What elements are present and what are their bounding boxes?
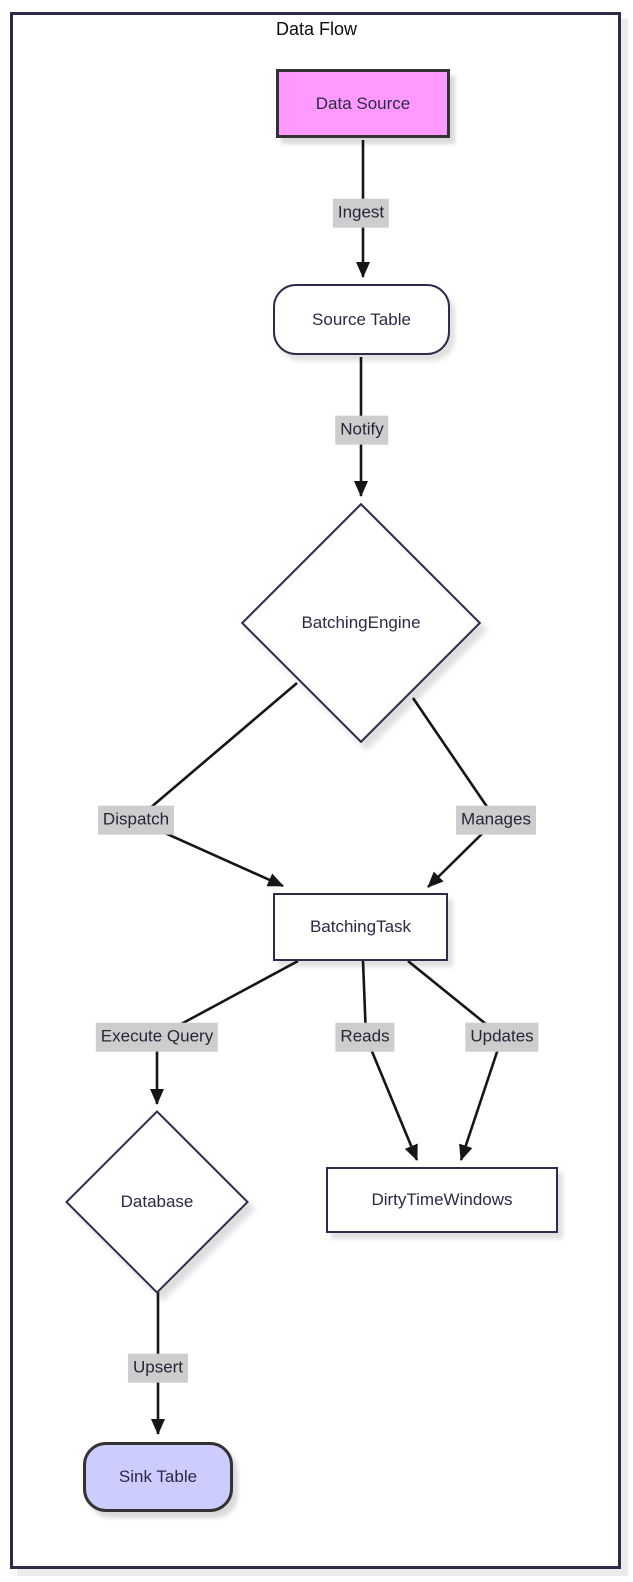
node-batching-task-label: BatchingTask	[309, 917, 412, 936]
node-batching-engine: BatchingEngine	[240, 502, 482, 744]
edge-label-dispatch: Dispatch	[97, 805, 175, 835]
node-dirty-time-windows-label: DirtyTimeWindows	[371, 1190, 513, 1209]
edge-label-upsert: Upsert	[127, 1353, 189, 1383]
edge-dispatch	[133, 682, 298, 888]
node-batching-task: BatchingTask	[273, 893, 448, 961]
diagram-title: Data Flow	[275, 19, 358, 39]
edge-label-ingest: Ingest	[332, 198, 390, 228]
node-batching-engine-label: BatchingEngine	[301, 613, 421, 632]
edge-label-updates: Updates	[465, 1022, 539, 1052]
node-source-table: Source Table	[273, 284, 450, 355]
edge-reads	[361, 960, 419, 1161]
edge-manages	[411, 697, 498, 888]
node-sink-table: Sink Table	[83, 1442, 233, 1512]
node-database: Database	[65, 1110, 249, 1294]
node-data-source-label: Data Source	[315, 93, 411, 113]
edge-label-manages: Manages	[456, 805, 536, 835]
edge-label-execute-query: Execute Query	[95, 1022, 219, 1052]
node-data-source: Data Source	[276, 69, 450, 138]
edge-label-notify: Notify	[335, 415, 389, 445]
diagram-frame	[10, 12, 621, 1569]
node-database-label: Database	[120, 1192, 194, 1211]
node-sink-table-label: Sink Table	[118, 1467, 198, 1486]
edge-label-reads: Reads	[335, 1022, 395, 1052]
node-source-table-label: Source Table	[312, 309, 411, 329]
edge-updates	[407, 959, 504, 1161]
node-dirty-time-windows: DirtyTimeWindows	[326, 1167, 558, 1233]
